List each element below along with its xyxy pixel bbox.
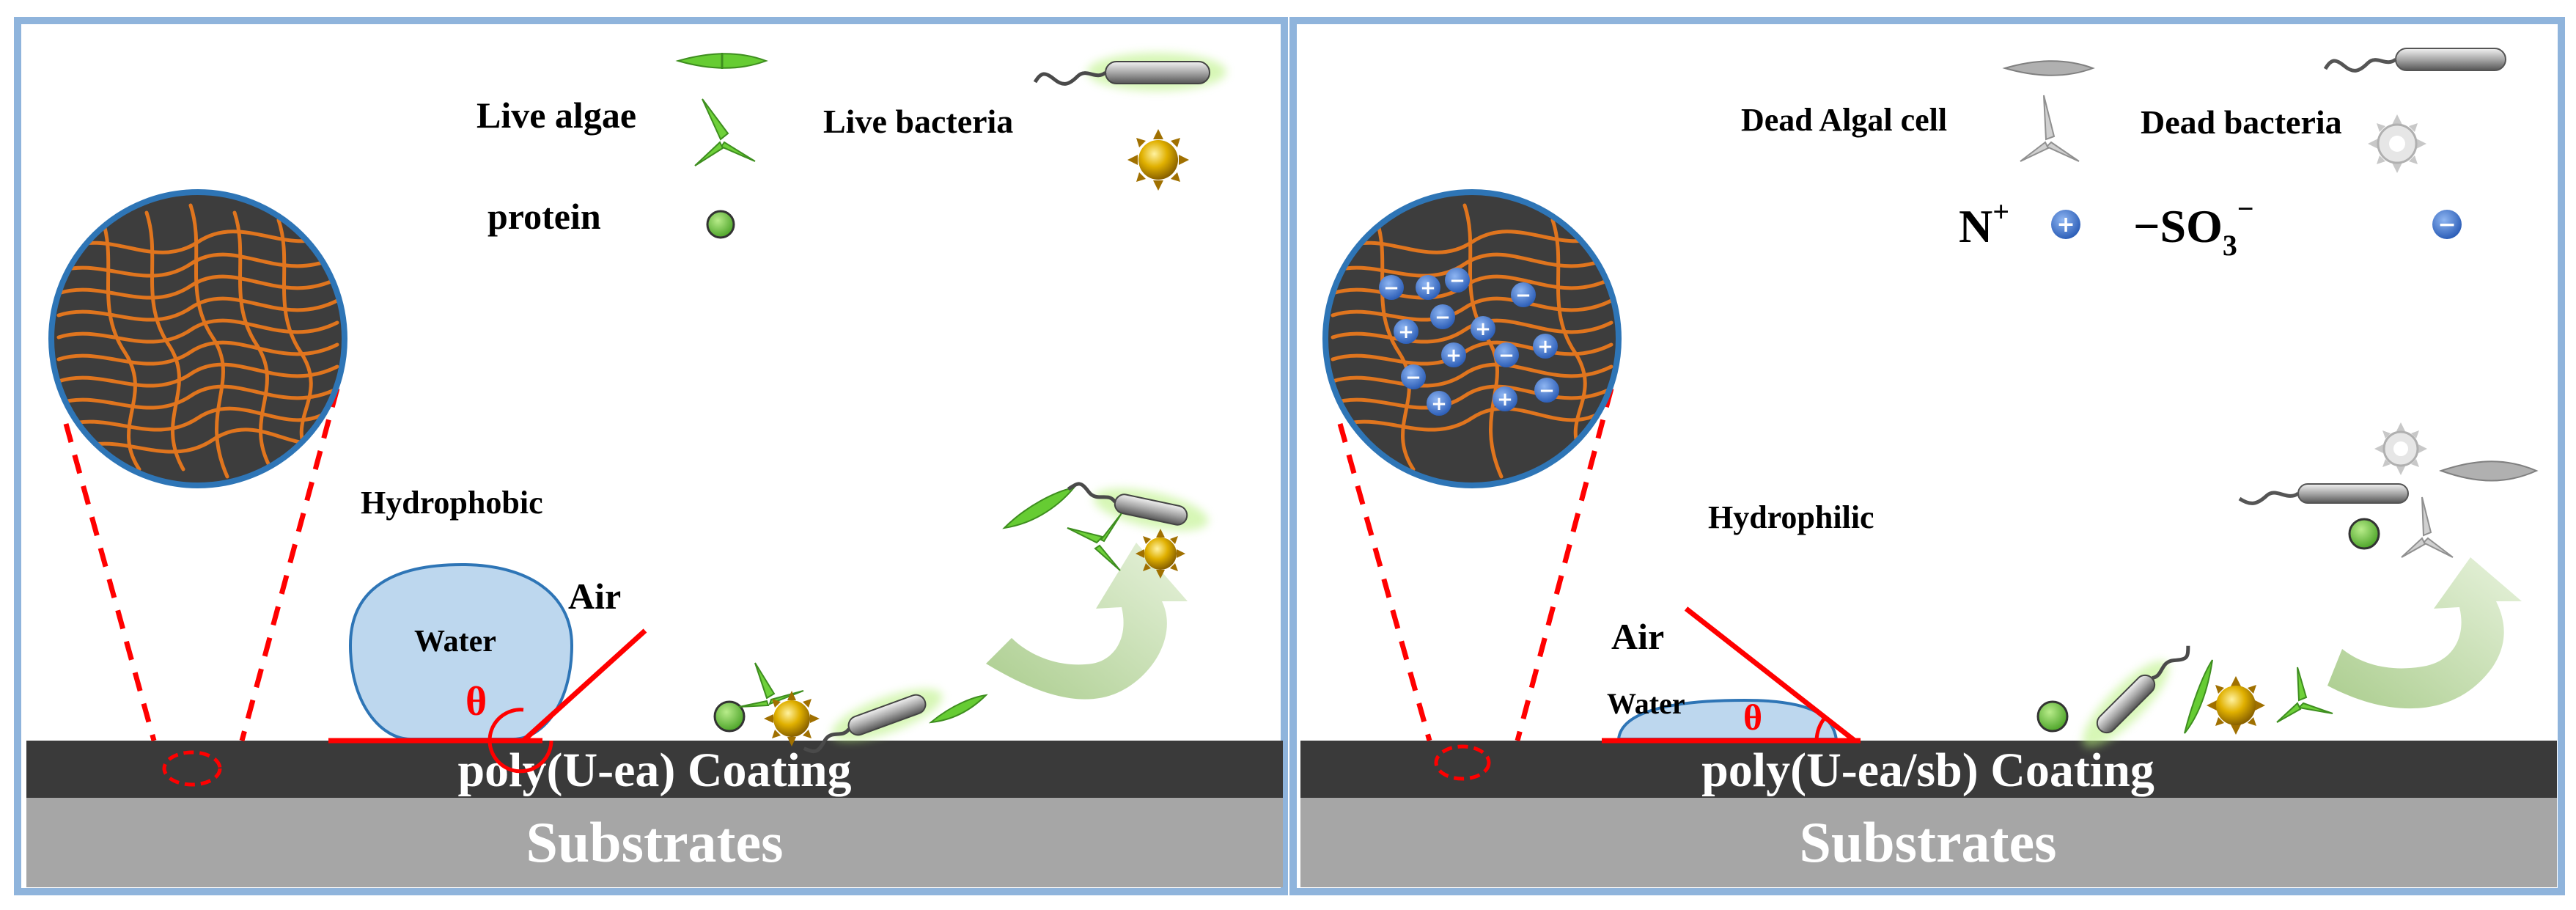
panel-right: poly(U-ea/sb) Coating Substrates <box>1289 17 2565 895</box>
svg-text:−: − <box>1515 285 1531 307</box>
contact-tangent <box>1684 606 1857 743</box>
protein-label: protein <box>487 196 601 237</box>
release-arrow <box>986 543 1188 700</box>
contact-tangent <box>521 628 647 743</box>
protein-icon <box>713 700 746 733</box>
dead-algae-icon <box>2002 60 2095 162</box>
protein-icon <box>2036 700 2069 733</box>
theta-label: θ <box>1743 697 1762 738</box>
live-algae-label: Live algae <box>476 95 636 136</box>
svg-text:−: − <box>1435 307 1451 329</box>
anion-icon: − <box>2432 210 2462 239</box>
algae-icon <box>2184 659 2213 734</box>
water-droplet <box>348 562 574 741</box>
released-organisms <box>1002 482 1209 579</box>
contact-angle-arc <box>487 708 553 774</box>
svg-text:−: − <box>1449 270 1465 292</box>
svg-text:−: − <box>1498 345 1515 367</box>
svg-text:+: + <box>1420 277 1436 299</box>
ion-cluster: − + − − + − + + − + − + + − <box>1379 268 1559 416</box>
svg-text:+: + <box>1446 345 1462 367</box>
coating-label: poly(U-ea/sb) Coating <box>1701 744 2154 797</box>
svg-text:−: − <box>1405 367 1421 389</box>
zoom-line-left <box>63 423 157 741</box>
released-organisms <box>2238 422 2539 558</box>
zoom-line-right <box>1515 388 1614 741</box>
water-label: Water <box>414 625 496 658</box>
svg-text:−: − <box>2437 212 2456 238</box>
zoom-line-right <box>239 388 340 741</box>
surface-organisms <box>713 662 988 754</box>
svg-text:+: + <box>1497 389 1513 411</box>
substrate-layer <box>1300 798 2557 887</box>
algae-icon <box>1067 513 1122 571</box>
algae-icon <box>2276 667 2333 723</box>
svg-text:−: − <box>1539 380 1555 402</box>
bacteria-icon <box>2082 645 2190 748</box>
live-bacteria-label: Live bacteria <box>823 103 1013 140</box>
cation-label: N+ <box>1959 195 2009 252</box>
zoom-spot <box>162 750 222 787</box>
polymer-network-zoom: − + − − + − + + − + − + + − <box>1322 189 1622 488</box>
algae-icon <box>738 662 804 708</box>
surface-property-label: Hydrophobic <box>361 485 543 521</box>
air-label: Air <box>1611 616 1664 657</box>
release-arrow <box>2327 557 2522 709</box>
virus-icon <box>1127 129 1189 191</box>
dead-bacteria-icon <box>2323 48 2506 73</box>
algae-icon <box>928 694 988 724</box>
dead-bacteria-icon <box>2238 483 2409 505</box>
dead-bacteria-label: Dead bacteria <box>2141 103 2342 141</box>
substrate-label: Substrates <box>1799 810 2056 874</box>
panel-left: poly(U-ea) Coating Substrates <box>14 17 1288 895</box>
substrate-layer <box>26 798 1283 887</box>
dead-algae-icon <box>2438 460 2539 482</box>
zoom-line-left <box>1337 423 1432 741</box>
dead-algae-icon <box>2401 496 2454 558</box>
svg-text:−: − <box>1383 277 1399 299</box>
bacteria-icon <box>1067 482 1209 531</box>
polymer-network-zoom <box>48 189 347 488</box>
contact-angle-arc <box>1814 716 1827 741</box>
protein-icon <box>2348 518 2380 550</box>
svg-text:+: + <box>1475 318 1491 340</box>
cation-icon: + <box>2051 210 2080 239</box>
air-label: Air <box>568 576 621 617</box>
zoom-spot <box>1434 744 1491 781</box>
svg-text:+: + <box>2056 212 2075 238</box>
coating-layer <box>26 741 1283 798</box>
virus-icon <box>1136 529 1185 579</box>
dead-algal-cell-label: Dead Algal cell <box>1741 102 1947 138</box>
substrate-label: Substrates <box>526 810 783 874</box>
water-label: Water <box>1607 687 1685 720</box>
dead-virus-icon <box>2374 422 2427 475</box>
theta-label: θ <box>465 679 487 724</box>
virus-icon <box>2207 676 2265 735</box>
dead-virus-icon <box>2368 114 2426 173</box>
svg-text:+: + <box>1398 321 1414 343</box>
coating-layer <box>1300 741 2557 798</box>
live-algae-icon <box>675 53 768 166</box>
surface-organisms <box>2036 645 2333 748</box>
anion-label: −SO3− <box>2133 192 2254 262</box>
svg-text:+: + <box>1537 336 1553 358</box>
protein-icon <box>706 210 735 239</box>
virus-icon <box>764 691 820 746</box>
live-bacteria-icon <box>1033 53 1226 91</box>
svg-text:+: + <box>1431 393 1447 415</box>
bacteria-icon <box>803 689 943 754</box>
surface-property-label: Hydrophilic <box>1708 499 1874 535</box>
